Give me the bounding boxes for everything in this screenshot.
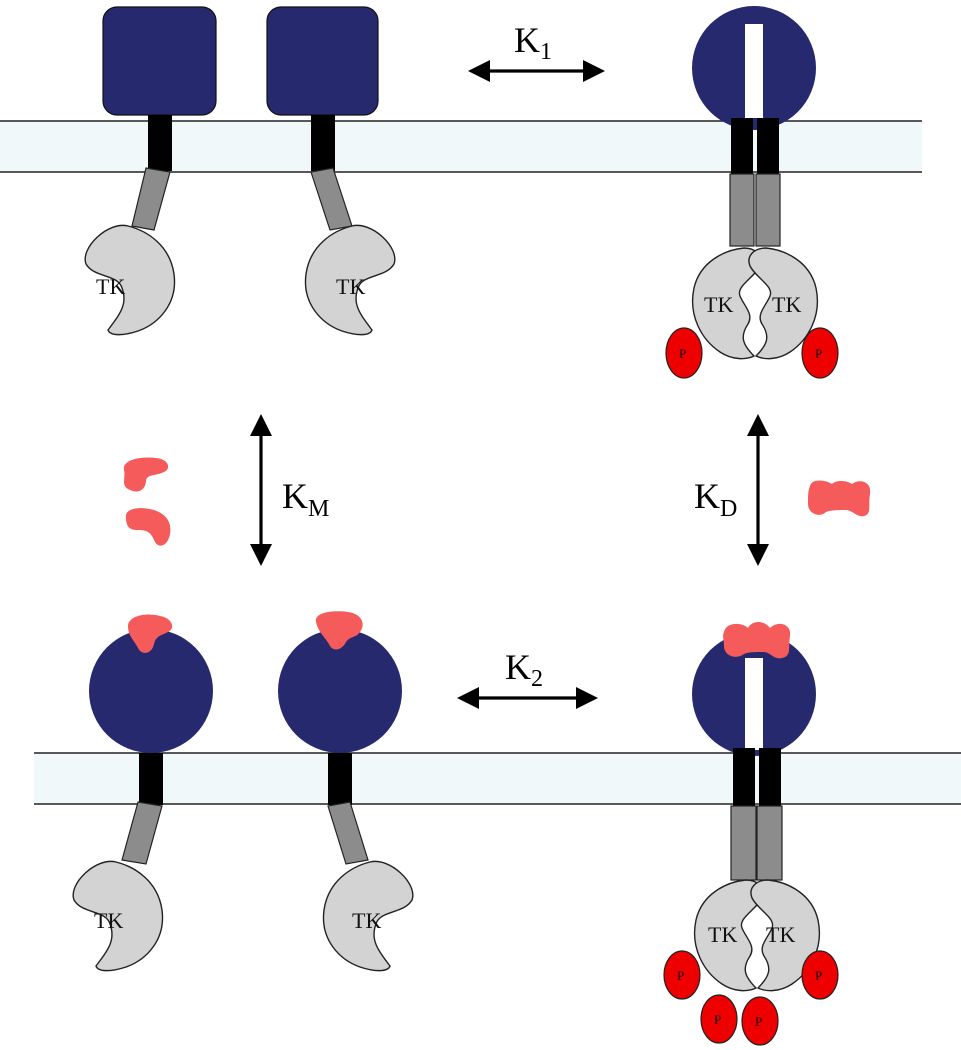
extracellular-domain <box>102 6 217 116</box>
juxtamembrane-segment <box>729 173 755 247</box>
tk-label: TK <box>708 922 737 947</box>
bound-ligand-dimer <box>723 622 791 659</box>
dimer-interface <box>745 24 763 118</box>
tk-label: TK <box>772 292 801 317</box>
p-label: P <box>755 1014 762 1029</box>
k1-equilibrium-arrow: K1 <box>468 20 605 82</box>
monomer-receptor-unbound: TK <box>266 6 396 336</box>
monomer-receptor-ligand-bound: TK <box>72 614 213 972</box>
phosphate-group <box>700 994 738 1044</box>
phosphate-group <box>663 950 701 1000</box>
receptor-dimer-unbound: TK TK P P <box>665 6 839 379</box>
tk-label: TK <box>336 274 365 299</box>
phosphate-group <box>801 950 839 1000</box>
juxtamembrane-segment <box>755 173 781 247</box>
p-label: P <box>815 346 822 361</box>
km-equilibrium-arrow: KM <box>250 414 329 566</box>
k1-label: K1 <box>514 20 552 65</box>
extracellular-domain <box>89 629 213 753</box>
bound-ligand <box>315 611 363 650</box>
tk-label: TK <box>766 922 795 947</box>
k2-equilibrium-arrow: K2 <box>457 647 598 709</box>
phosphate-group <box>741 996 779 1046</box>
p-label: P <box>679 346 686 361</box>
monomer-receptor-ligand-bound: TK <box>278 611 414 972</box>
transmembrane-helix <box>148 115 172 171</box>
p-label: P <box>677 968 684 983</box>
juxtamembrane-segment <box>327 801 369 865</box>
transmembrane-helix <box>139 753 163 805</box>
transmembrane-helix <box>328 753 352 805</box>
free-ligand-dimer <box>808 480 871 517</box>
transmembrane-helix <box>759 748 781 806</box>
extracellular-domain <box>278 629 402 753</box>
free-ligand-monomer <box>125 508 171 546</box>
tk-label: TK <box>704 292 733 317</box>
p-label: P <box>714 1012 721 1027</box>
phosphate-group <box>801 327 839 379</box>
kd-label: KD <box>694 476 737 522</box>
phosphate-group <box>665 327 703 379</box>
p-label: P <box>815 968 822 983</box>
tk-label: TK <box>96 274 125 299</box>
monomer-receptor-unbound: TK <box>84 6 217 336</box>
bottom-membrane <box>34 752 961 805</box>
juxtamembrane-segment <box>756 805 783 881</box>
juxtamembrane-segment <box>730 805 757 881</box>
transmembrane-helix <box>733 748 755 806</box>
km-label: KM <box>282 476 329 522</box>
kd-equilibrium-arrow: KD <box>694 414 769 566</box>
juxtamembrane-segment <box>310 167 353 231</box>
k2-label: K2 <box>505 647 543 692</box>
juxtamembrane-segment <box>121 801 163 865</box>
juxtamembrane-segment <box>131 167 171 231</box>
receptor-dimer-ligand-bound: TK TK P P P P <box>663 622 839 1046</box>
transmembrane-helix <box>311 115 335 171</box>
transmembrane-helix <box>757 118 779 176</box>
bound-ligand <box>128 614 173 653</box>
dimer-interface <box>745 658 763 750</box>
tk-label: TK <box>352 908 381 933</box>
top-membrane <box>0 120 922 173</box>
transmembrane-helix <box>731 118 753 176</box>
tk-label: TK <box>94 908 123 933</box>
free-ligand-monomer <box>123 457 169 492</box>
extracellular-domain <box>266 6 379 116</box>
